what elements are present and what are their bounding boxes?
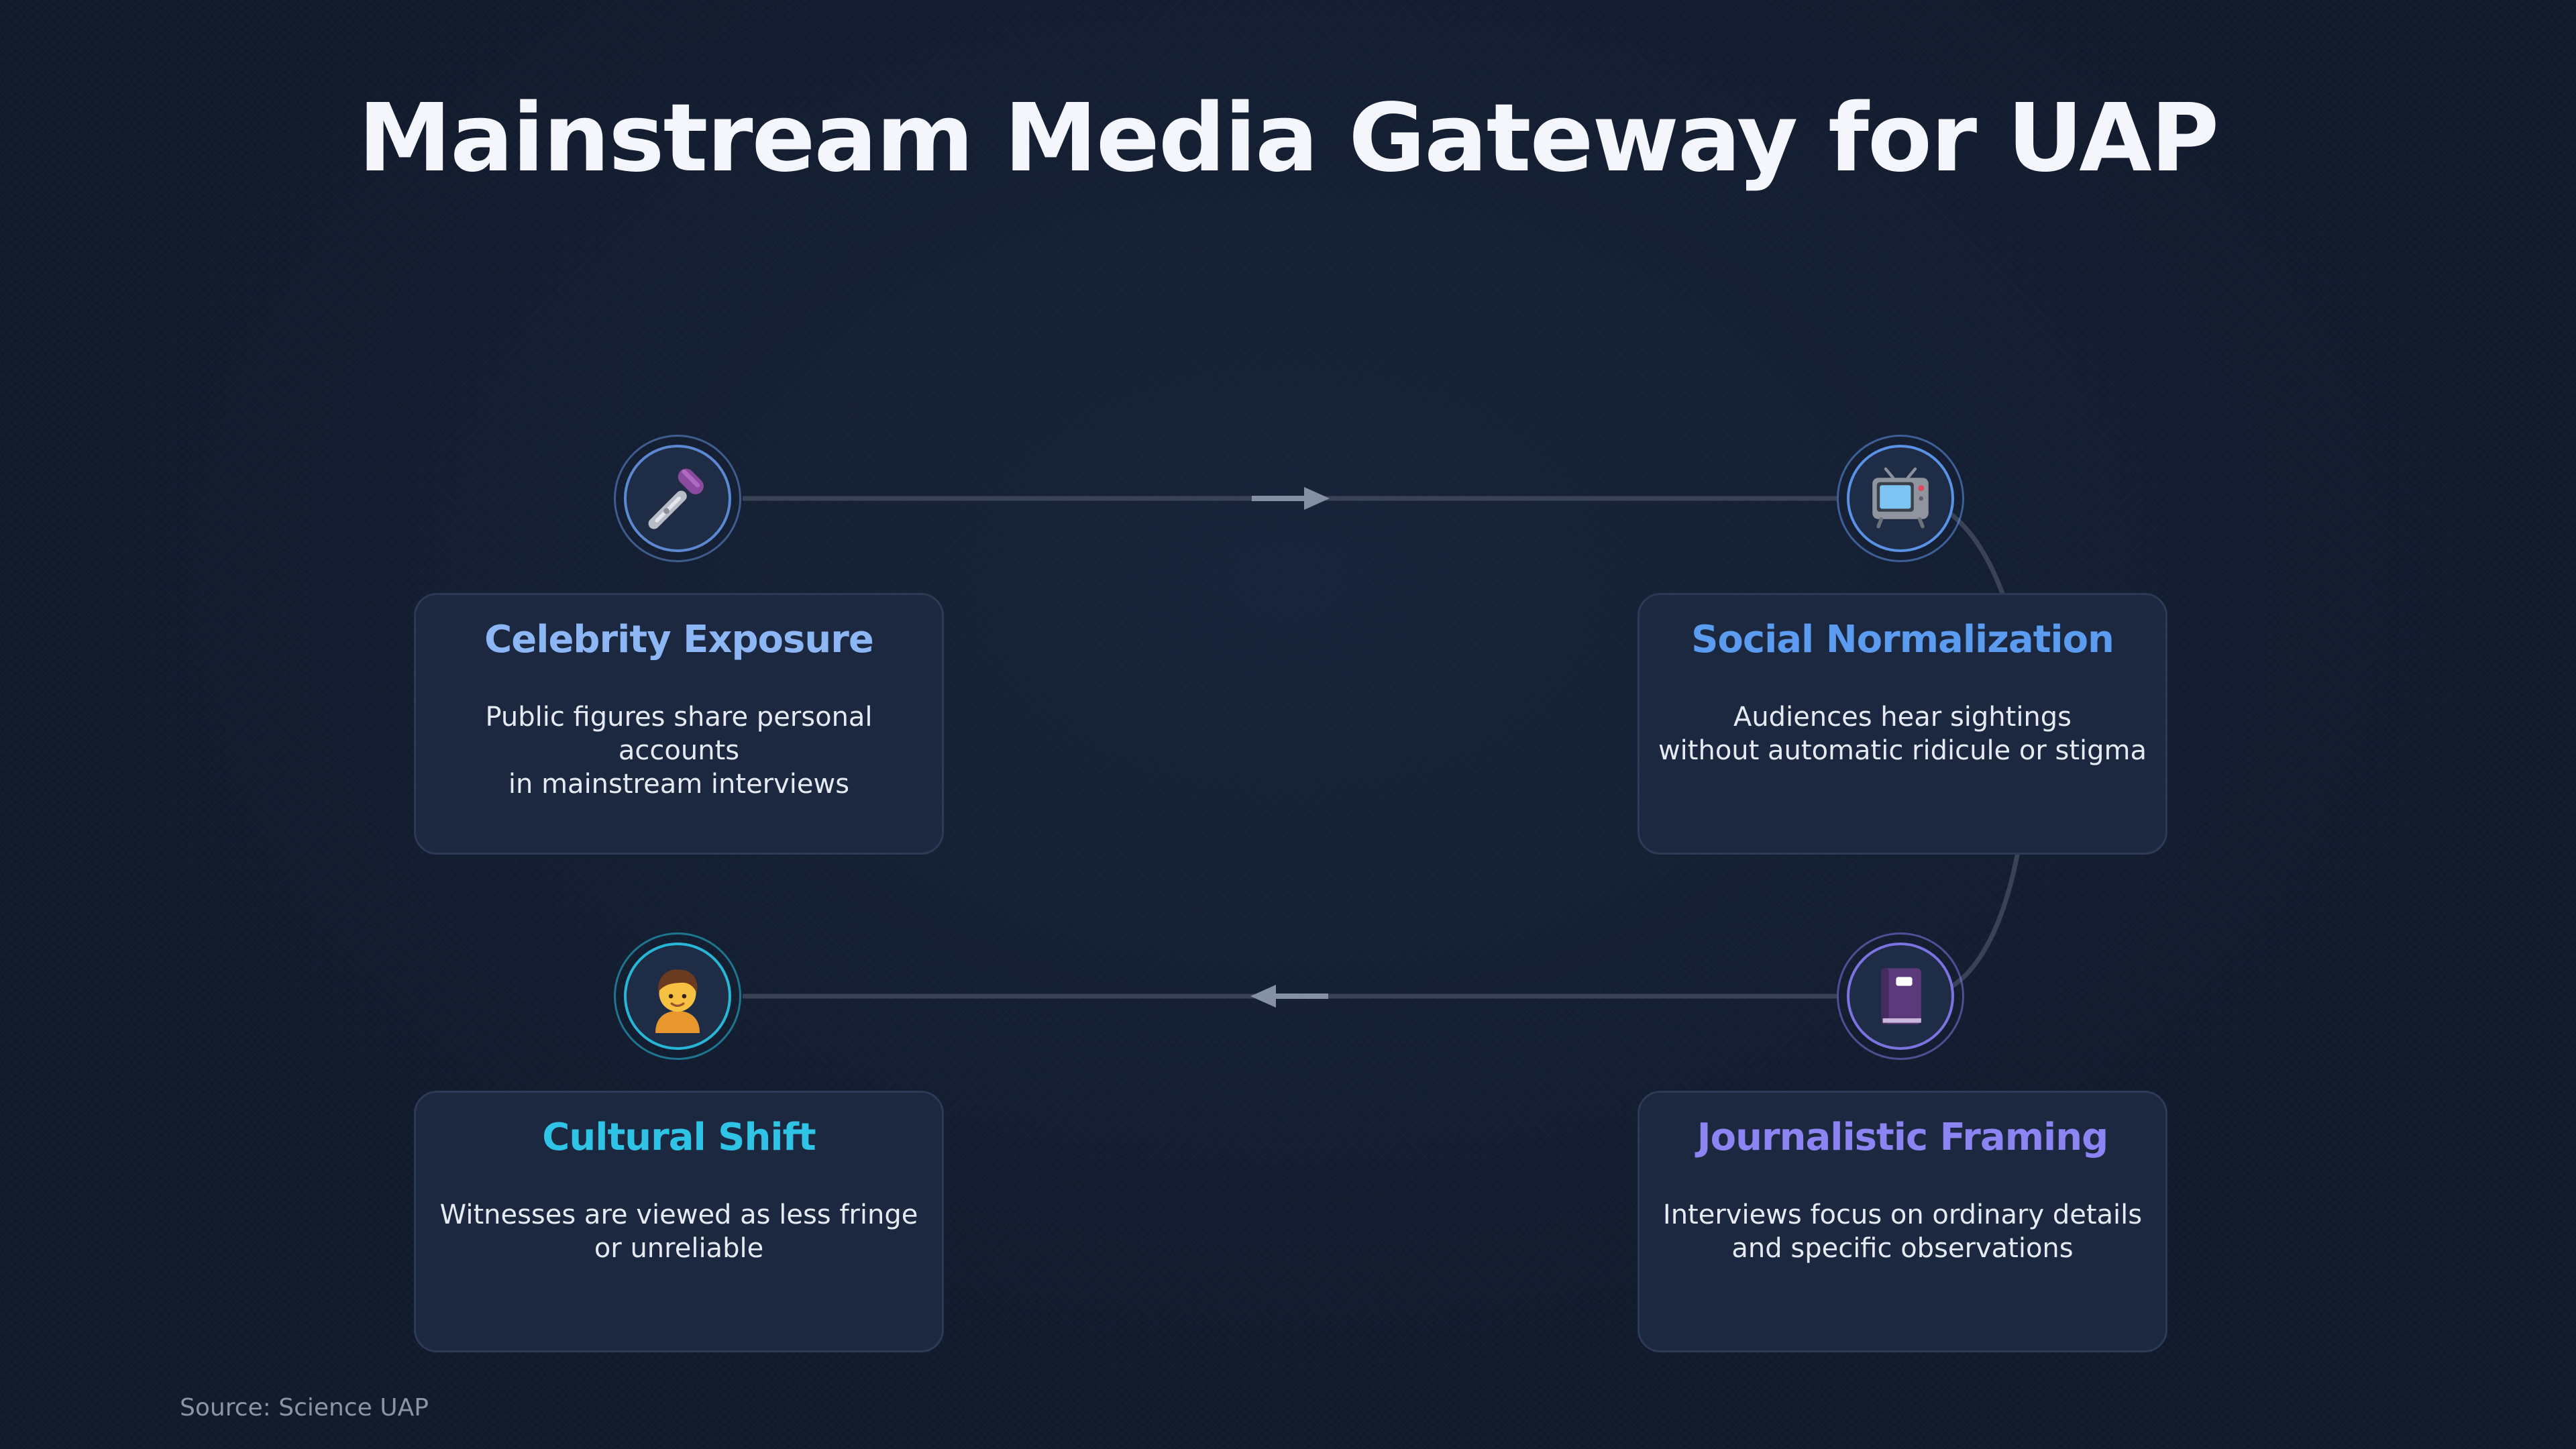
television-icon — [1872, 467, 1929, 529]
card-title: Celebrity Exposure — [484, 618, 874, 661]
card-cultural-shift: Cultural Shift Witnesses are viewed as l… — [414, 1091, 944, 1352]
node-celebrity-exposure — [614, 435, 741, 562]
card-description: Interviews focus on ordinary details and… — [1662, 1199, 2143, 1264]
card-description: Public figures share personal accounts i… — [485, 702, 873, 800]
node-cultural-shift — [614, 932, 741, 1060]
arrow-right-icon — [1252, 487, 1330, 510]
diagram-title: Mainstream Media Gateway for UAP — [358, 84, 2219, 193]
card-title: Journalistic Framing — [1697, 1116, 2108, 1159]
node-journalistic-framing — [1837, 932, 1964, 1060]
card-celebrity-exposure: Celebrity Exposure Public figures share … — [414, 593, 944, 855]
node-social-normalization — [1837, 435, 1964, 562]
notebook-icon — [1881, 968, 1921, 1024]
card-description: Audiences hear sightings without automat… — [1658, 702, 2147, 766]
arrow-left-icon — [1250, 985, 1328, 1008]
card-social-normalization: Social Normalization Audiences hear sigh… — [1638, 593, 2167, 855]
card-journalistic-framing: Journalistic Framing Interviews focus on… — [1638, 1091, 2167, 1352]
source-note: Source: Science UAP — [180, 1394, 429, 1421]
card-title: Cultural Shift — [542, 1116, 816, 1159]
card-title: Social Normalization — [1691, 618, 2114, 661]
card-description: Witnesses are viewed as less fringe or u… — [439, 1199, 918, 1264]
person-icon — [655, 969, 700, 1033]
microphone-icon — [648, 468, 704, 529]
